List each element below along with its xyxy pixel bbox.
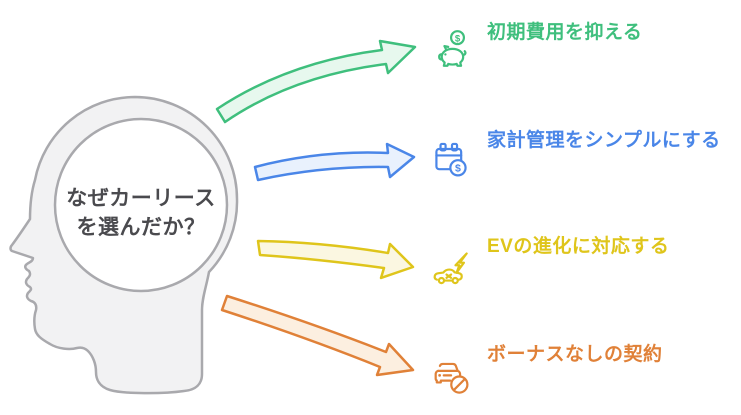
benefit-label: ボーナスなしの契約 — [487, 344, 663, 365]
benefit-item-ev-evolution: EVの進化に対応する — [430, 236, 735, 336]
svg-text:$: $ — [455, 33, 461, 44]
thought-circle — [53, 117, 229, 293]
piggy-bank-savings-icon: $ — [430, 28, 474, 72]
question-line-2: を選んだか？ — [76, 216, 206, 239]
arrow-to-initial-cost — [215, 39, 417, 124]
calendar-money-icon: $ — [430, 138, 474, 182]
benefit-label: EVの進化に対応する — [487, 236, 670, 257]
benefit-label: 初期費用を抑える — [487, 22, 643, 43]
car-prohibition-icon — [430, 352, 474, 396]
arrow-to-ev-evolution — [256, 239, 415, 280]
arrow-to-no-bonus — [220, 294, 415, 377]
benefit-label: 家計管理をシンプルにする — [487, 130, 721, 151]
arrow-to-household-budget — [253, 142, 416, 182]
svg-text:$: $ — [455, 163, 461, 175]
benefit-item-initial-cost: $ 初期費用を抑える — [430, 22, 735, 122]
question-text: なぜカーリース を選んだか？ — [56, 184, 226, 242]
question-line-1: なぜカーリース — [66, 187, 216, 210]
benefit-item-no-bonus: ボーナスなしの契約 — [430, 344, 735, 415]
electric-car-icon — [430, 248, 474, 292]
benefit-item-household-budget: $ 家計管理をシンプルにする — [430, 130, 735, 230]
